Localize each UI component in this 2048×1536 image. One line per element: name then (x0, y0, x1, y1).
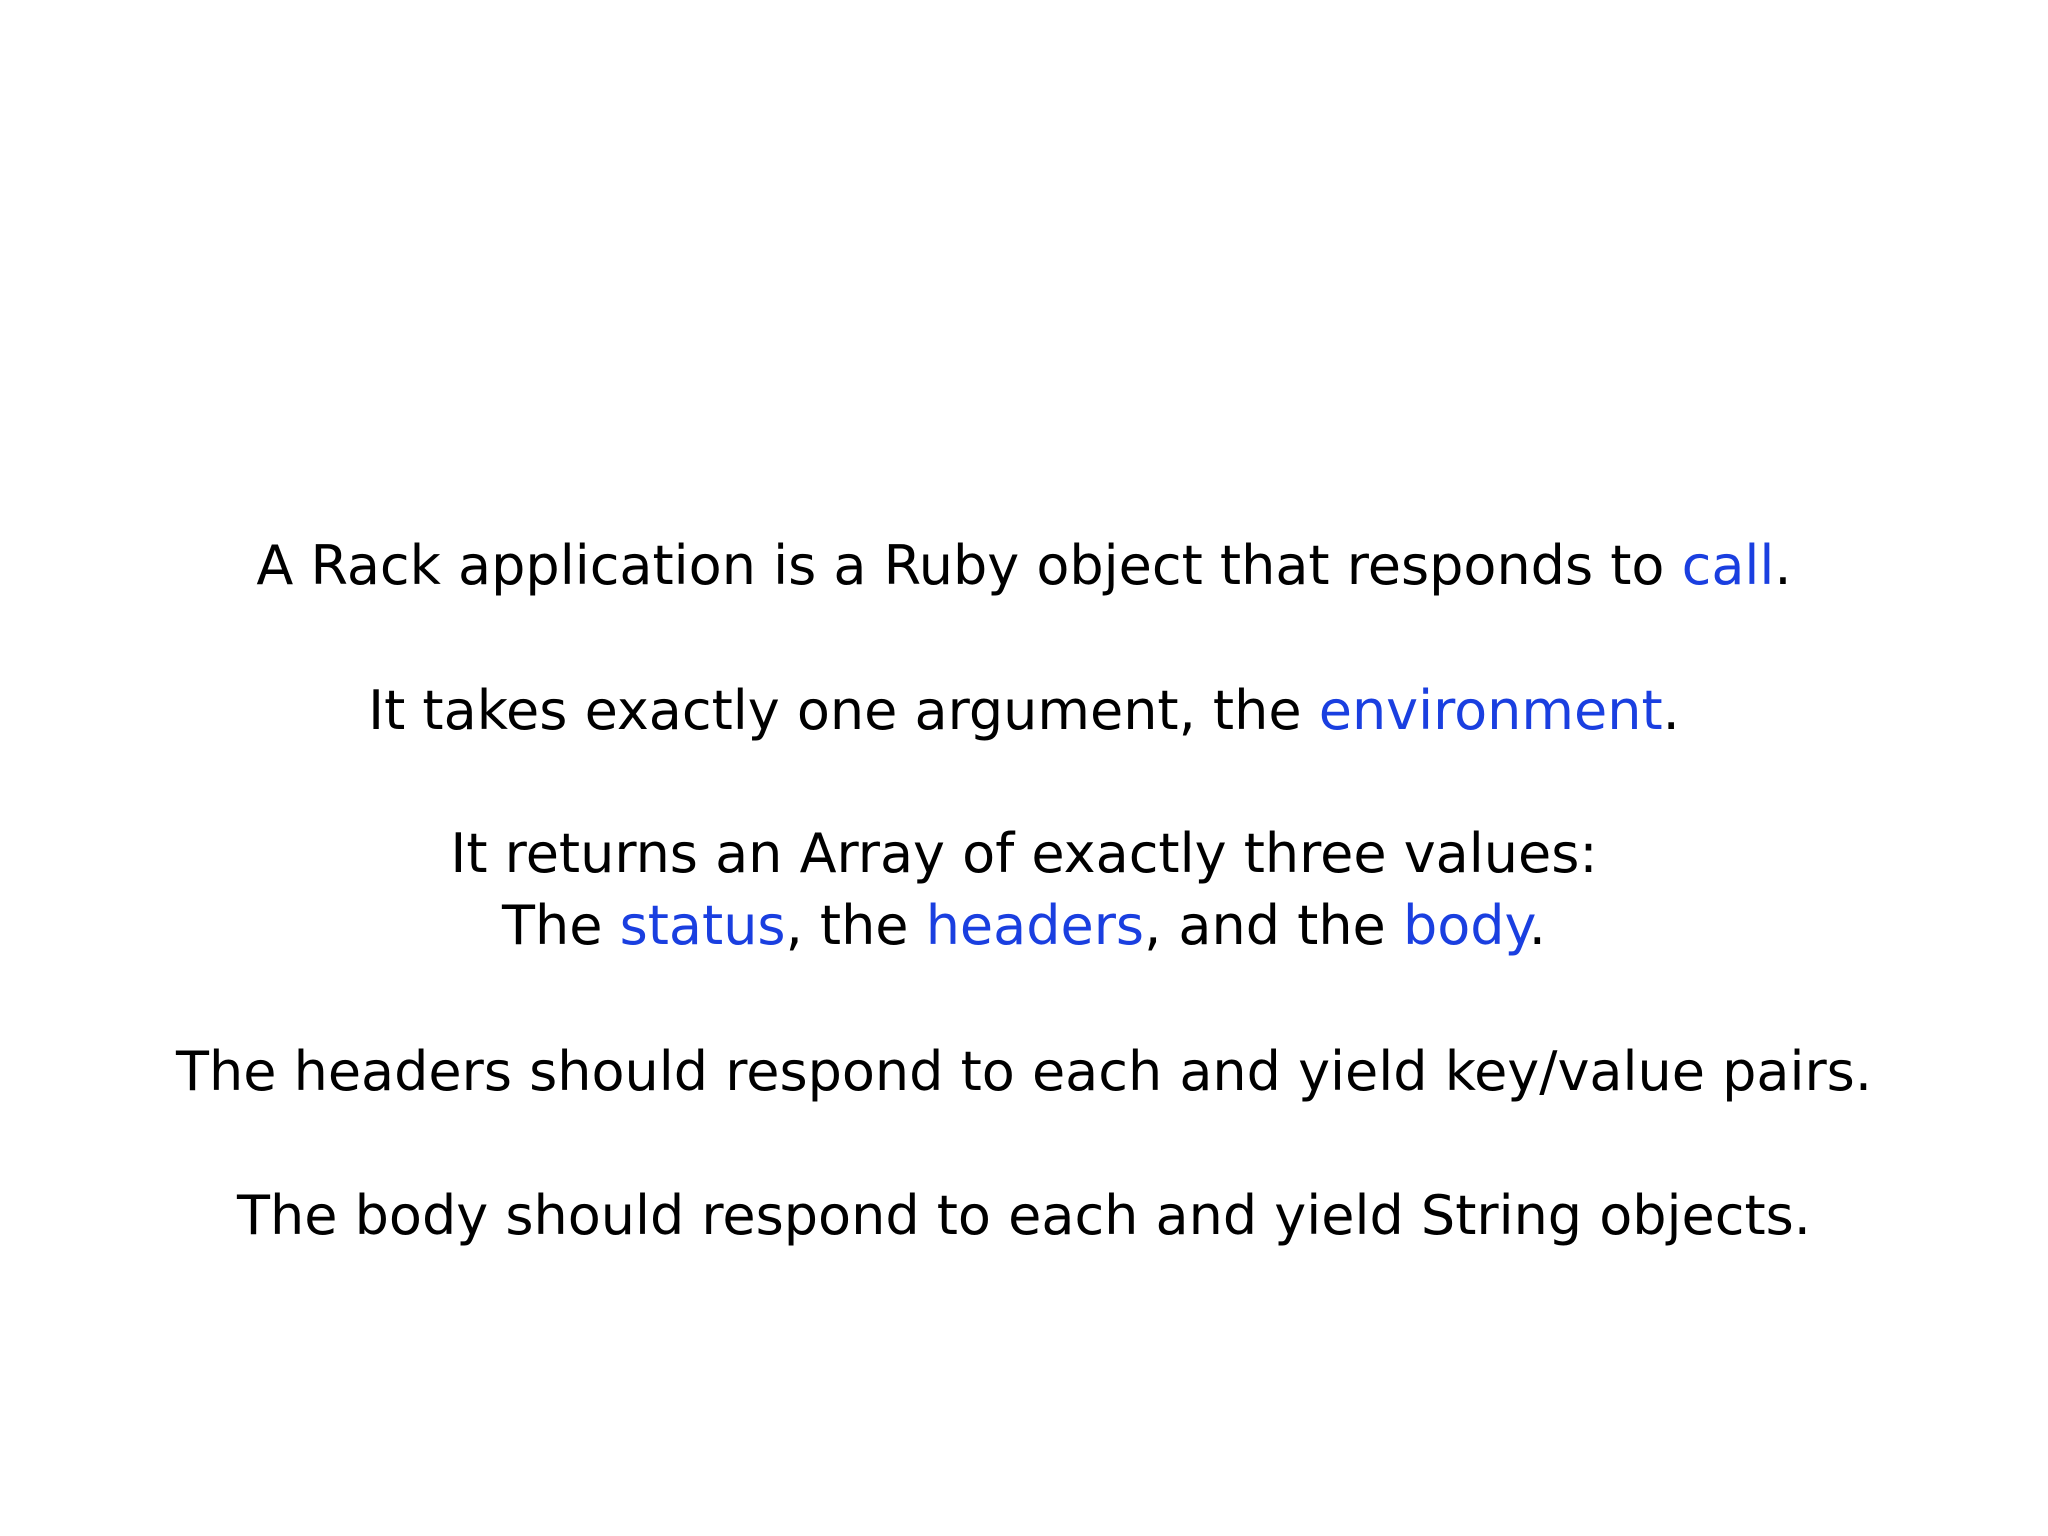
highlight-term-headers: headers (925, 894, 1145, 957)
highlight-term-call: call (1681, 534, 1775, 597)
highlight-term-body: body (1402, 894, 1529, 957)
text-segment: , the (785, 894, 926, 957)
return-value-line: It returns an Array of exactly three val… (450, 822, 1598, 885)
text-segment: , and the (1144, 894, 1403, 957)
rack-definition-line: A Rack application is a Ruby object that… (0, 530, 2048, 602)
return-parts-line: The status, the headers, and the body. (0, 890, 2048, 962)
text-segment: . (1774, 534, 1792, 597)
headers-rule-line: The headers should respond to each and y… (176, 1040, 1872, 1103)
text-segment: The (502, 894, 620, 957)
body-rule-line: The body should respond to each and yiel… (237, 1184, 1811, 1247)
text-segment: . (1528, 894, 1546, 957)
text-segment: A Rack application is a Ruby object that… (256, 534, 1682, 597)
argument-line: It takes exactly one argument, the envir… (0, 675, 2048, 747)
highlight-term-status: status (619, 894, 786, 957)
text-segment: . (1662, 679, 1680, 742)
text-segment: It takes exactly one argument, the (368, 679, 1319, 742)
highlight-term-environment: environment (1318, 679, 1663, 742)
